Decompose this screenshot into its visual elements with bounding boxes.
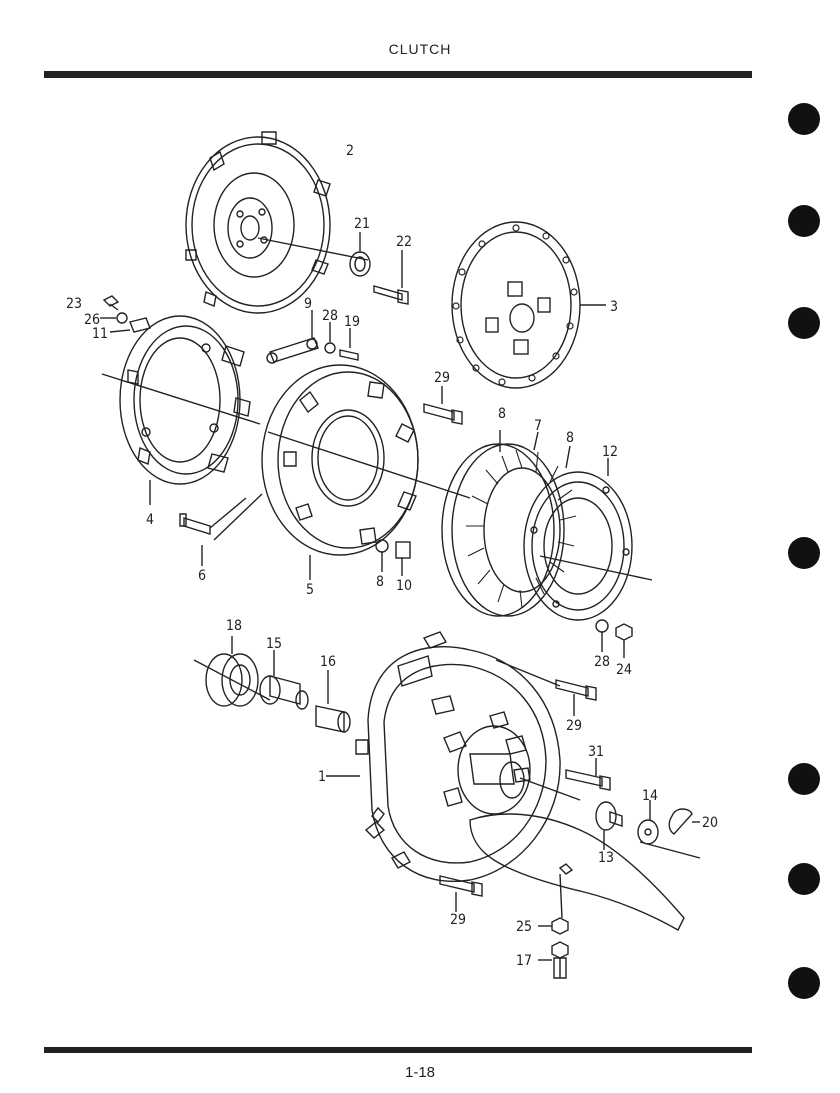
callout-15: 14	[642, 788, 658, 804]
page-number: 1-18	[404, 1064, 436, 1081]
callout-12: 11	[92, 326, 108, 342]
callout-1: 1	[318, 769, 326, 785]
callout-6: 6	[198, 568, 206, 584]
callout-2: 2	[346, 143, 354, 159]
washer	[595, 619, 609, 652]
callout-28-second: 28	[594, 654, 610, 670]
callout-7: 7	[534, 418, 542, 434]
bolt	[179, 493, 263, 566]
callout-14: 13	[598, 850, 614, 866]
bolt	[102, 295, 120, 311]
bolt	[373, 250, 409, 305]
callout-17: 16	[320, 654, 336, 670]
footer-rule	[44, 1047, 752, 1053]
callout-8-second: 8	[566, 430, 574, 446]
bushing	[315, 670, 351, 733]
bolt	[538, 941, 569, 979]
spacer	[395, 541, 411, 576]
callout-labels: 2 21 22 3 23 26 11 9 28 19 29 8 7 8 12 4…	[66, 143, 718, 969]
callout-5: 5	[306, 582, 314, 598]
callout-30: 29	[434, 370, 450, 386]
callout-10: 9	[304, 296, 312, 312]
release-ring	[101, 315, 261, 505]
link	[266, 310, 319, 364]
callout-21: 20	[702, 815, 718, 831]
callout-25: 24	[616, 662, 632, 678]
callout-24: 23	[66, 296, 82, 312]
callout-27: 26	[84, 312, 100, 328]
bolt	[555, 679, 597, 716]
clutch-disc	[451, 221, 606, 389]
callout-20: 19	[344, 314, 360, 330]
page-title: CLUTCH	[388, 41, 452, 57]
callout-26: 25	[516, 919, 532, 935]
plate	[109, 317, 151, 333]
bolt	[423, 386, 463, 425]
callout-13: 12	[602, 444, 618, 460]
binder-hole	[788, 205, 820, 237]
callout-11: 10	[396, 578, 412, 594]
diaphragm-assembly	[441, 430, 653, 621]
washer	[324, 322, 336, 354]
binder-hole	[788, 103, 820, 135]
binder-hole	[788, 763, 820, 795]
sleeve	[259, 650, 309, 710]
bearing	[193, 636, 271, 707]
nut	[538, 917, 569, 935]
callout-16: 15	[266, 636, 282, 652]
callout-22: 21	[354, 216, 370, 232]
bolt	[339, 328, 359, 361]
pivot	[595, 801, 623, 850]
header-rule	[44, 71, 752, 78]
binder-hole	[788, 537, 820, 569]
callout-8: 8	[498, 406, 506, 422]
callout-3: 3	[610, 299, 618, 315]
cotter-pin	[668, 808, 700, 835]
bolt	[565, 758, 611, 791]
callout-29-second: 29	[450, 912, 466, 928]
callout-23: 22	[396, 234, 412, 250]
pressure-plate	[261, 364, 471, 580]
binder-hole	[788, 967, 820, 999]
seal	[349, 232, 371, 277]
callout-29: 29	[566, 718, 582, 734]
callout-9: 8	[376, 574, 384, 590]
washer	[100, 312, 128, 324]
callout-4: 4	[146, 512, 154, 528]
callout-28: 28	[322, 308, 338, 324]
binder-hole	[788, 307, 820, 339]
binder-hole	[788, 863, 820, 895]
clutch-housing	[326, 631, 581, 882]
nut	[615, 623, 633, 658]
bolt	[439, 875, 483, 912]
callout-19: 18	[226, 618, 242, 634]
callout-31: 31	[588, 744, 604, 760]
callout-18: 17	[516, 953, 532, 969]
washer	[637, 800, 659, 845]
flywheel-cover	[185, 131, 369, 314]
release-fork	[469, 813, 701, 931]
washer	[375, 539, 389, 572]
